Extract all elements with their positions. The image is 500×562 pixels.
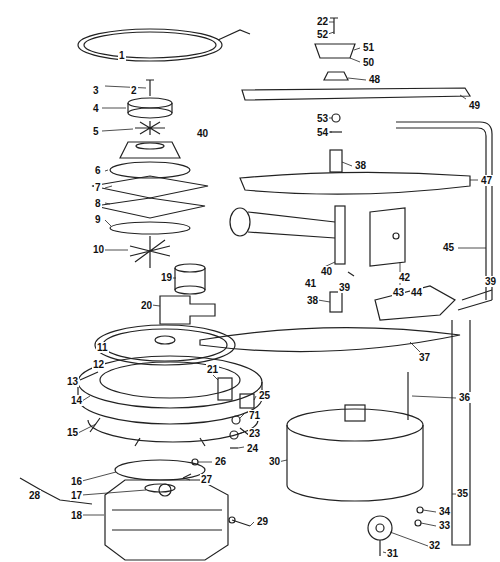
callout-number: 35 [456, 488, 469, 499]
callout-number: 2 [130, 85, 138, 96]
callout-number: 40 [320, 266, 333, 277]
callout-number: 43 [392, 287, 405, 298]
callout-number: 47 [480, 175, 493, 186]
callout-number: 24 [246, 443, 259, 454]
callout-number: 25 [258, 390, 271, 401]
callout-number: 40 [196, 128, 209, 139]
callout-number: 8 [94, 198, 102, 209]
callout-number: 42 [398, 272, 411, 283]
callout-number: 13 [66, 376, 79, 387]
callout-number: 34 [438, 506, 451, 517]
callout-number: 33 [438, 520, 451, 531]
callout-number: 38 [354, 160, 367, 171]
callout-number: 38 [306, 295, 319, 306]
callout-number: 11 [96, 342, 109, 353]
callout-number: 5 [92, 126, 100, 137]
callout-number: 51 [362, 42, 375, 53]
callout-number: 14 [70, 395, 83, 406]
callout-number: 28 [28, 490, 41, 501]
callout-number: 20 [140, 300, 153, 311]
callout-number: 50 [362, 57, 375, 68]
callout-number: 15 [66, 427, 79, 438]
callout-number: 48 [368, 74, 381, 85]
callout-number: 45 [442, 242, 455, 253]
callout-number: 21 [206, 364, 219, 375]
callout-number: 26 [214, 456, 227, 467]
callout-number: 53 [316, 113, 329, 124]
callout-number: 16 [70, 476, 83, 487]
callout-number: 4 [92, 103, 100, 114]
callout-number: 49 [468, 100, 481, 111]
callout-number: 30 [268, 456, 281, 467]
callout-number: 18 [70, 510, 83, 521]
callout-number: 37 [418, 352, 431, 363]
callout-number: 23 [248, 428, 261, 439]
callout-number: 7 [94, 182, 102, 193]
callout-number: 1 [118, 50, 126, 61]
callout-number: 31 [386, 548, 399, 559]
callout-number: 32 [428, 540, 441, 551]
callout-number: 19 [160, 272, 173, 283]
callout-number: 12 [92, 359, 105, 370]
callout-number: 54 [316, 127, 329, 138]
callout-number: 27 [200, 474, 213, 485]
callout-number: 29 [256, 516, 269, 527]
callout-number: 6 [94, 165, 102, 176]
callout-number: 36 [458, 392, 471, 403]
callout-number: 71 [248, 410, 261, 421]
callout-number: 39 [484, 276, 497, 287]
callout-number: 41 [304, 278, 317, 289]
callout-number: 52 [316, 29, 329, 40]
callout-number: 9 [94, 214, 102, 225]
callout-number: 3 [92, 85, 100, 96]
callout-number: 44 [410, 287, 423, 298]
callout-number: 17 [70, 490, 83, 501]
callout-number: 22 [316, 16, 329, 27]
callout-number: 10 [92, 244, 105, 255]
callout-number: 39 [338, 282, 351, 293]
